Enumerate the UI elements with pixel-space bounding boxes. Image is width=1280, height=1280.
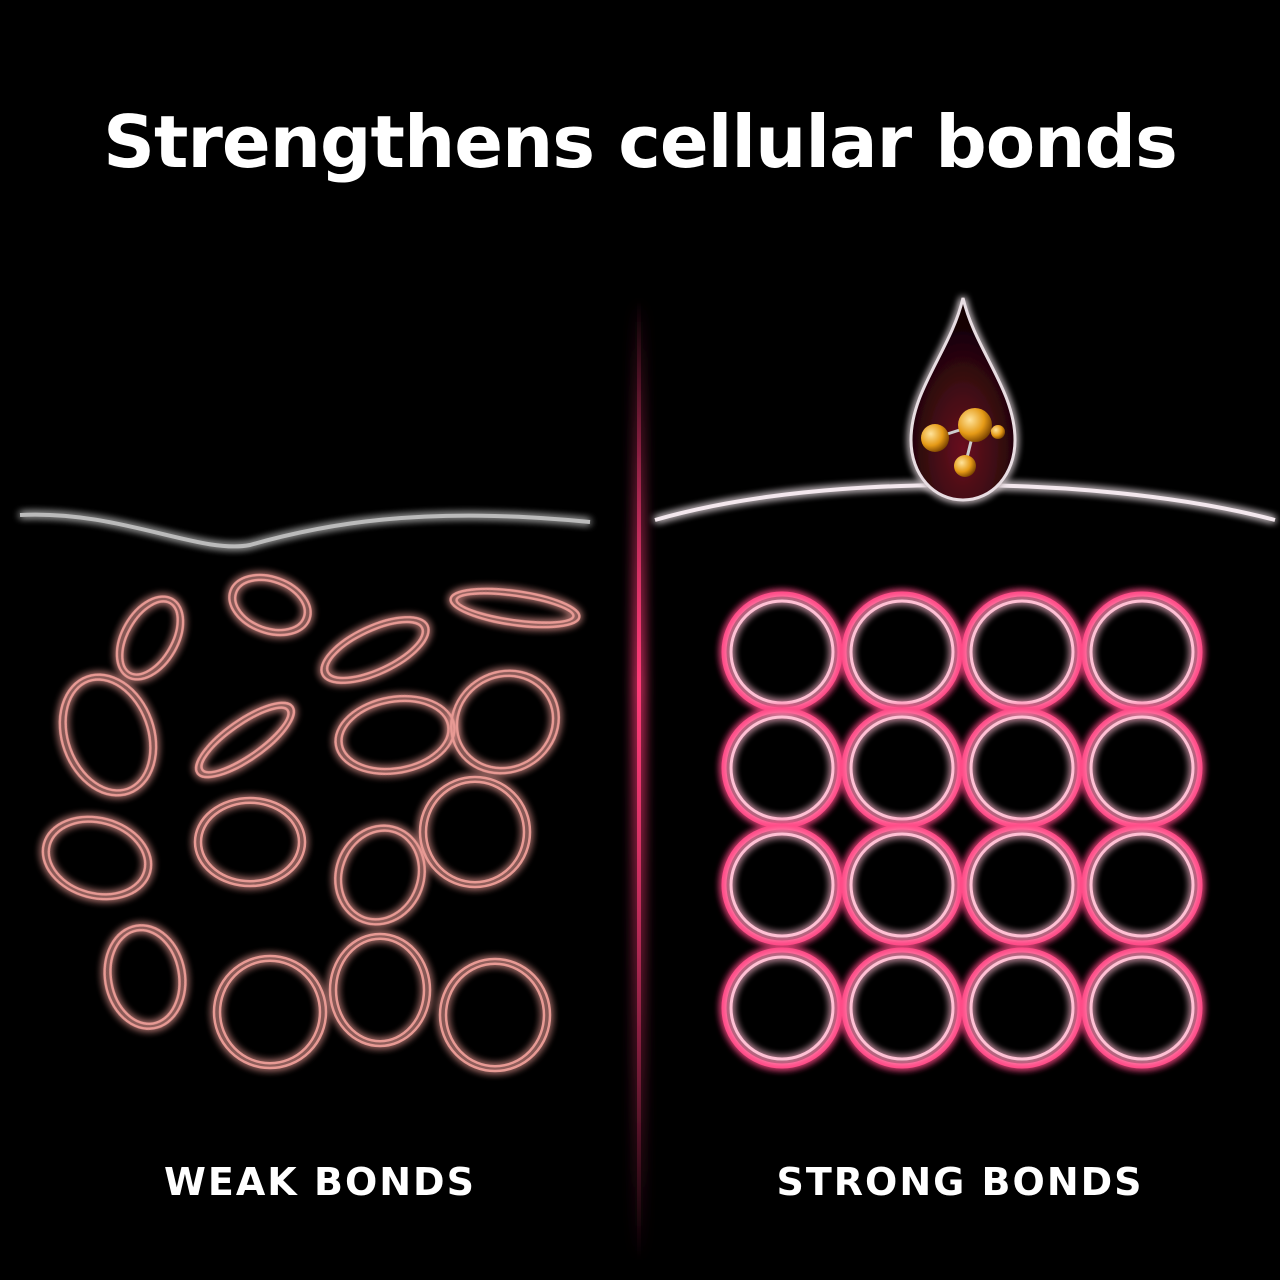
weak-cell bbox=[449, 587, 581, 629]
strong-cell bbox=[1089, 955, 1195, 1061]
weak-cell bbox=[444, 962, 546, 1068]
strong-cell bbox=[721, 824, 843, 946]
weak-cell bbox=[200, 706, 290, 774]
strong-cell bbox=[961, 707, 1083, 829]
weak-cell bbox=[455, 674, 555, 770]
strong-cell bbox=[969, 832, 1075, 938]
strong-cell bbox=[729, 832, 835, 938]
strong-cell bbox=[1081, 947, 1203, 1069]
strong-cell bbox=[729, 599, 835, 705]
weak-cell bbox=[194, 701, 296, 779]
serum-droplet-icon bbox=[909, 297, 1017, 502]
weak-cell bbox=[115, 595, 185, 681]
weak-cell bbox=[228, 573, 312, 637]
strong-cell bbox=[1081, 707, 1203, 829]
strong-cell bbox=[969, 599, 1075, 705]
weak-bonds-label: WEAK BONDS bbox=[164, 1160, 476, 1204]
weak-cell bbox=[449, 669, 561, 775]
weak-cell bbox=[320, 615, 430, 685]
weak-cell bbox=[438, 957, 552, 1073]
weak-cell bbox=[212, 954, 328, 1070]
weak-cell bbox=[193, 796, 307, 888]
strong-cell bbox=[961, 947, 1083, 1069]
strong-cell bbox=[1089, 599, 1195, 705]
strong-cell bbox=[849, 832, 955, 938]
strong-cells bbox=[721, 591, 1203, 1069]
molecule-icon bbox=[921, 408, 1005, 477]
strong-cell bbox=[1089, 715, 1195, 821]
weak-cell bbox=[424, 780, 526, 884]
weak-cell bbox=[418, 775, 532, 889]
weak-cell bbox=[339, 829, 421, 921]
strong-cell bbox=[849, 955, 955, 1061]
strong-cell bbox=[729, 715, 835, 821]
weak-cell bbox=[109, 928, 181, 1026]
weak-cell bbox=[47, 820, 147, 896]
weak-cell bbox=[103, 924, 187, 1030]
strong-cell bbox=[961, 591, 1083, 713]
weak-cell bbox=[340, 699, 450, 771]
strong-cell bbox=[1089, 832, 1195, 938]
weak-cell bbox=[121, 600, 179, 676]
weak-cell bbox=[41, 815, 153, 901]
skin-surface-weak bbox=[19, 512, 591, 549]
strong-cell bbox=[841, 707, 963, 829]
strong-cell bbox=[841, 947, 963, 1069]
weak-cells bbox=[41, 573, 581, 1073]
weak-cell bbox=[455, 592, 575, 624]
strong-cell bbox=[841, 824, 963, 946]
strong-cell bbox=[841, 591, 963, 713]
weak-cell bbox=[199, 801, 301, 883]
strong-cell bbox=[969, 955, 1075, 1061]
strong-cell bbox=[721, 591, 843, 713]
weak-cell bbox=[334, 824, 426, 926]
strong-cell bbox=[1081, 824, 1203, 946]
strong-cell bbox=[969, 715, 1075, 821]
weak-cell bbox=[218, 959, 322, 1065]
strong-cell bbox=[1081, 591, 1203, 713]
strong-cell bbox=[849, 599, 955, 705]
weak-cell bbox=[325, 620, 425, 680]
weak-cell bbox=[58, 673, 158, 797]
strong-cell bbox=[729, 955, 835, 1061]
page-title: Strengthens cellular bonds bbox=[103, 100, 1178, 184]
weak-cell bbox=[64, 678, 152, 792]
weak-cell bbox=[328, 932, 432, 1048]
strong-cell bbox=[721, 707, 843, 829]
strong-cell bbox=[721, 947, 843, 1069]
strong-cell bbox=[849, 715, 955, 821]
weak-cell bbox=[234, 578, 306, 632]
strong-bonds-label: STRONG BONDS bbox=[776, 1160, 1144, 1204]
weak-cell bbox=[334, 937, 426, 1043]
weak-cell bbox=[334, 694, 456, 776]
strong-cell bbox=[961, 824, 1083, 946]
